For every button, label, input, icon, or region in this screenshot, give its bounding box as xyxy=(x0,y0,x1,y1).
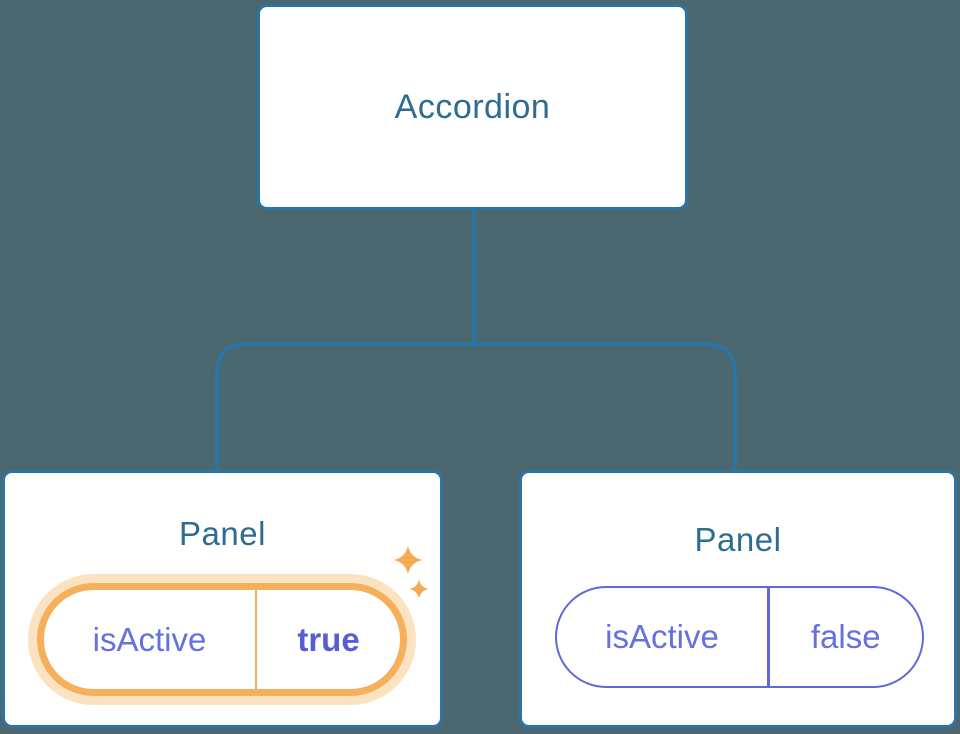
state-pill-divider xyxy=(767,588,770,686)
state-pill-inactive: isActive false xyxy=(555,586,924,688)
state-name-active: isActive xyxy=(92,620,207,658)
accordion-node: Accordion xyxy=(257,4,688,210)
panel-node-active-label: Panel xyxy=(179,515,266,552)
panel-node-inactive: Panel isActive false xyxy=(519,470,957,728)
state-value-active: true xyxy=(297,620,360,658)
panel-node-inactive-label: Panel xyxy=(694,521,782,558)
sparkle-icon-large xyxy=(393,545,423,575)
panel-node-active: Panel isActive true xyxy=(2,470,443,728)
connector-branches xyxy=(215,342,737,471)
state-name-inactive: isActive xyxy=(605,618,719,655)
state-pill-divider xyxy=(255,590,257,689)
state-value-inactive: false xyxy=(810,618,881,655)
sparkle-icon-small xyxy=(409,579,429,599)
accordion-node-label: Accordion xyxy=(394,87,551,126)
state-pill-active: isActive true xyxy=(37,583,407,696)
